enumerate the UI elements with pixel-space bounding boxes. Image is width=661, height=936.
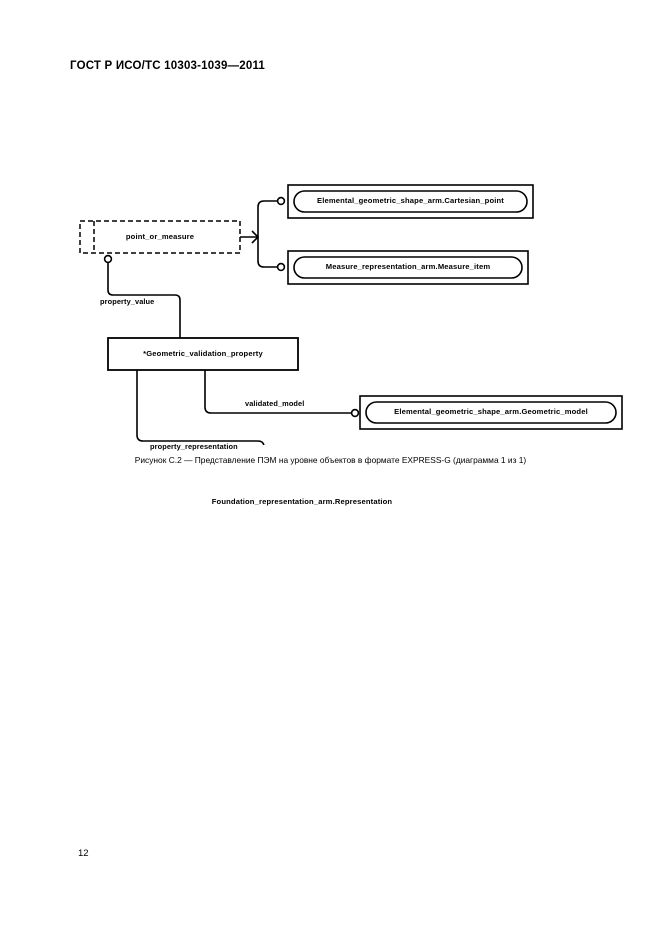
node-point-or-measure[interactable] — [79, 220, 241, 254]
connector-group — [107, 200, 352, 445]
connector-validated-model — [204, 370, 352, 414]
relationship-label-property-representation: property_representation — [150, 442, 238, 451]
node-geometric-validation-property[interactable] — [107, 337, 299, 371]
connector-property-value — [107, 259, 181, 338]
connector-property-representation — [136, 370, 265, 445]
cartesian-point-inner-capsule — [293, 190, 528, 213]
endpoint-circle-measure-item — [276, 262, 286, 272]
diagram-canvas — [79, 184, 623, 445]
point-or-measure-box — [79, 220, 241, 254]
node-geometric-model[interactable] — [359, 395, 623, 430]
endpoint-circle-cartesian-point — [276, 196, 286, 206]
geometric-validation-property-box — [107, 337, 299, 371]
figure-caption: Рисунок С.2 — Представление ПЭМ на уровн… — [134, 455, 527, 465]
endpoint-circle-group — [103, 196, 360, 418]
express-g-diagram: point_or_measure Elemental_geometric_sha… — [0, 85, 661, 506]
connector-pom-measure — [257, 237, 278, 268]
measure-item-inner-capsule — [293, 256, 523, 279]
relationship-label-validated-model: validated_model — [245, 399, 305, 408]
relationship-label-property-value: property_value — [100, 297, 155, 306]
endpoint-circle-property-value — [103, 254, 113, 264]
representation-label: Foundation_representation_arm.Representa… — [211, 497, 393, 506]
endpoint-circle-geometric-model — [350, 408, 360, 418]
node-cartesian-point[interactable] — [287, 184, 534, 219]
connector-fork-notch — [251, 230, 260, 244]
connector-pom-cartesian — [257, 200, 278, 237]
document-header: ГОСТ Р ИСО/ТС 10303-1039—2011 — [70, 60, 266, 72]
node-measure-item[interactable] — [287, 250, 529, 285]
page-number: 12 — [78, 848, 89, 859]
geometric-model-inner-capsule — [365, 401, 617, 424]
